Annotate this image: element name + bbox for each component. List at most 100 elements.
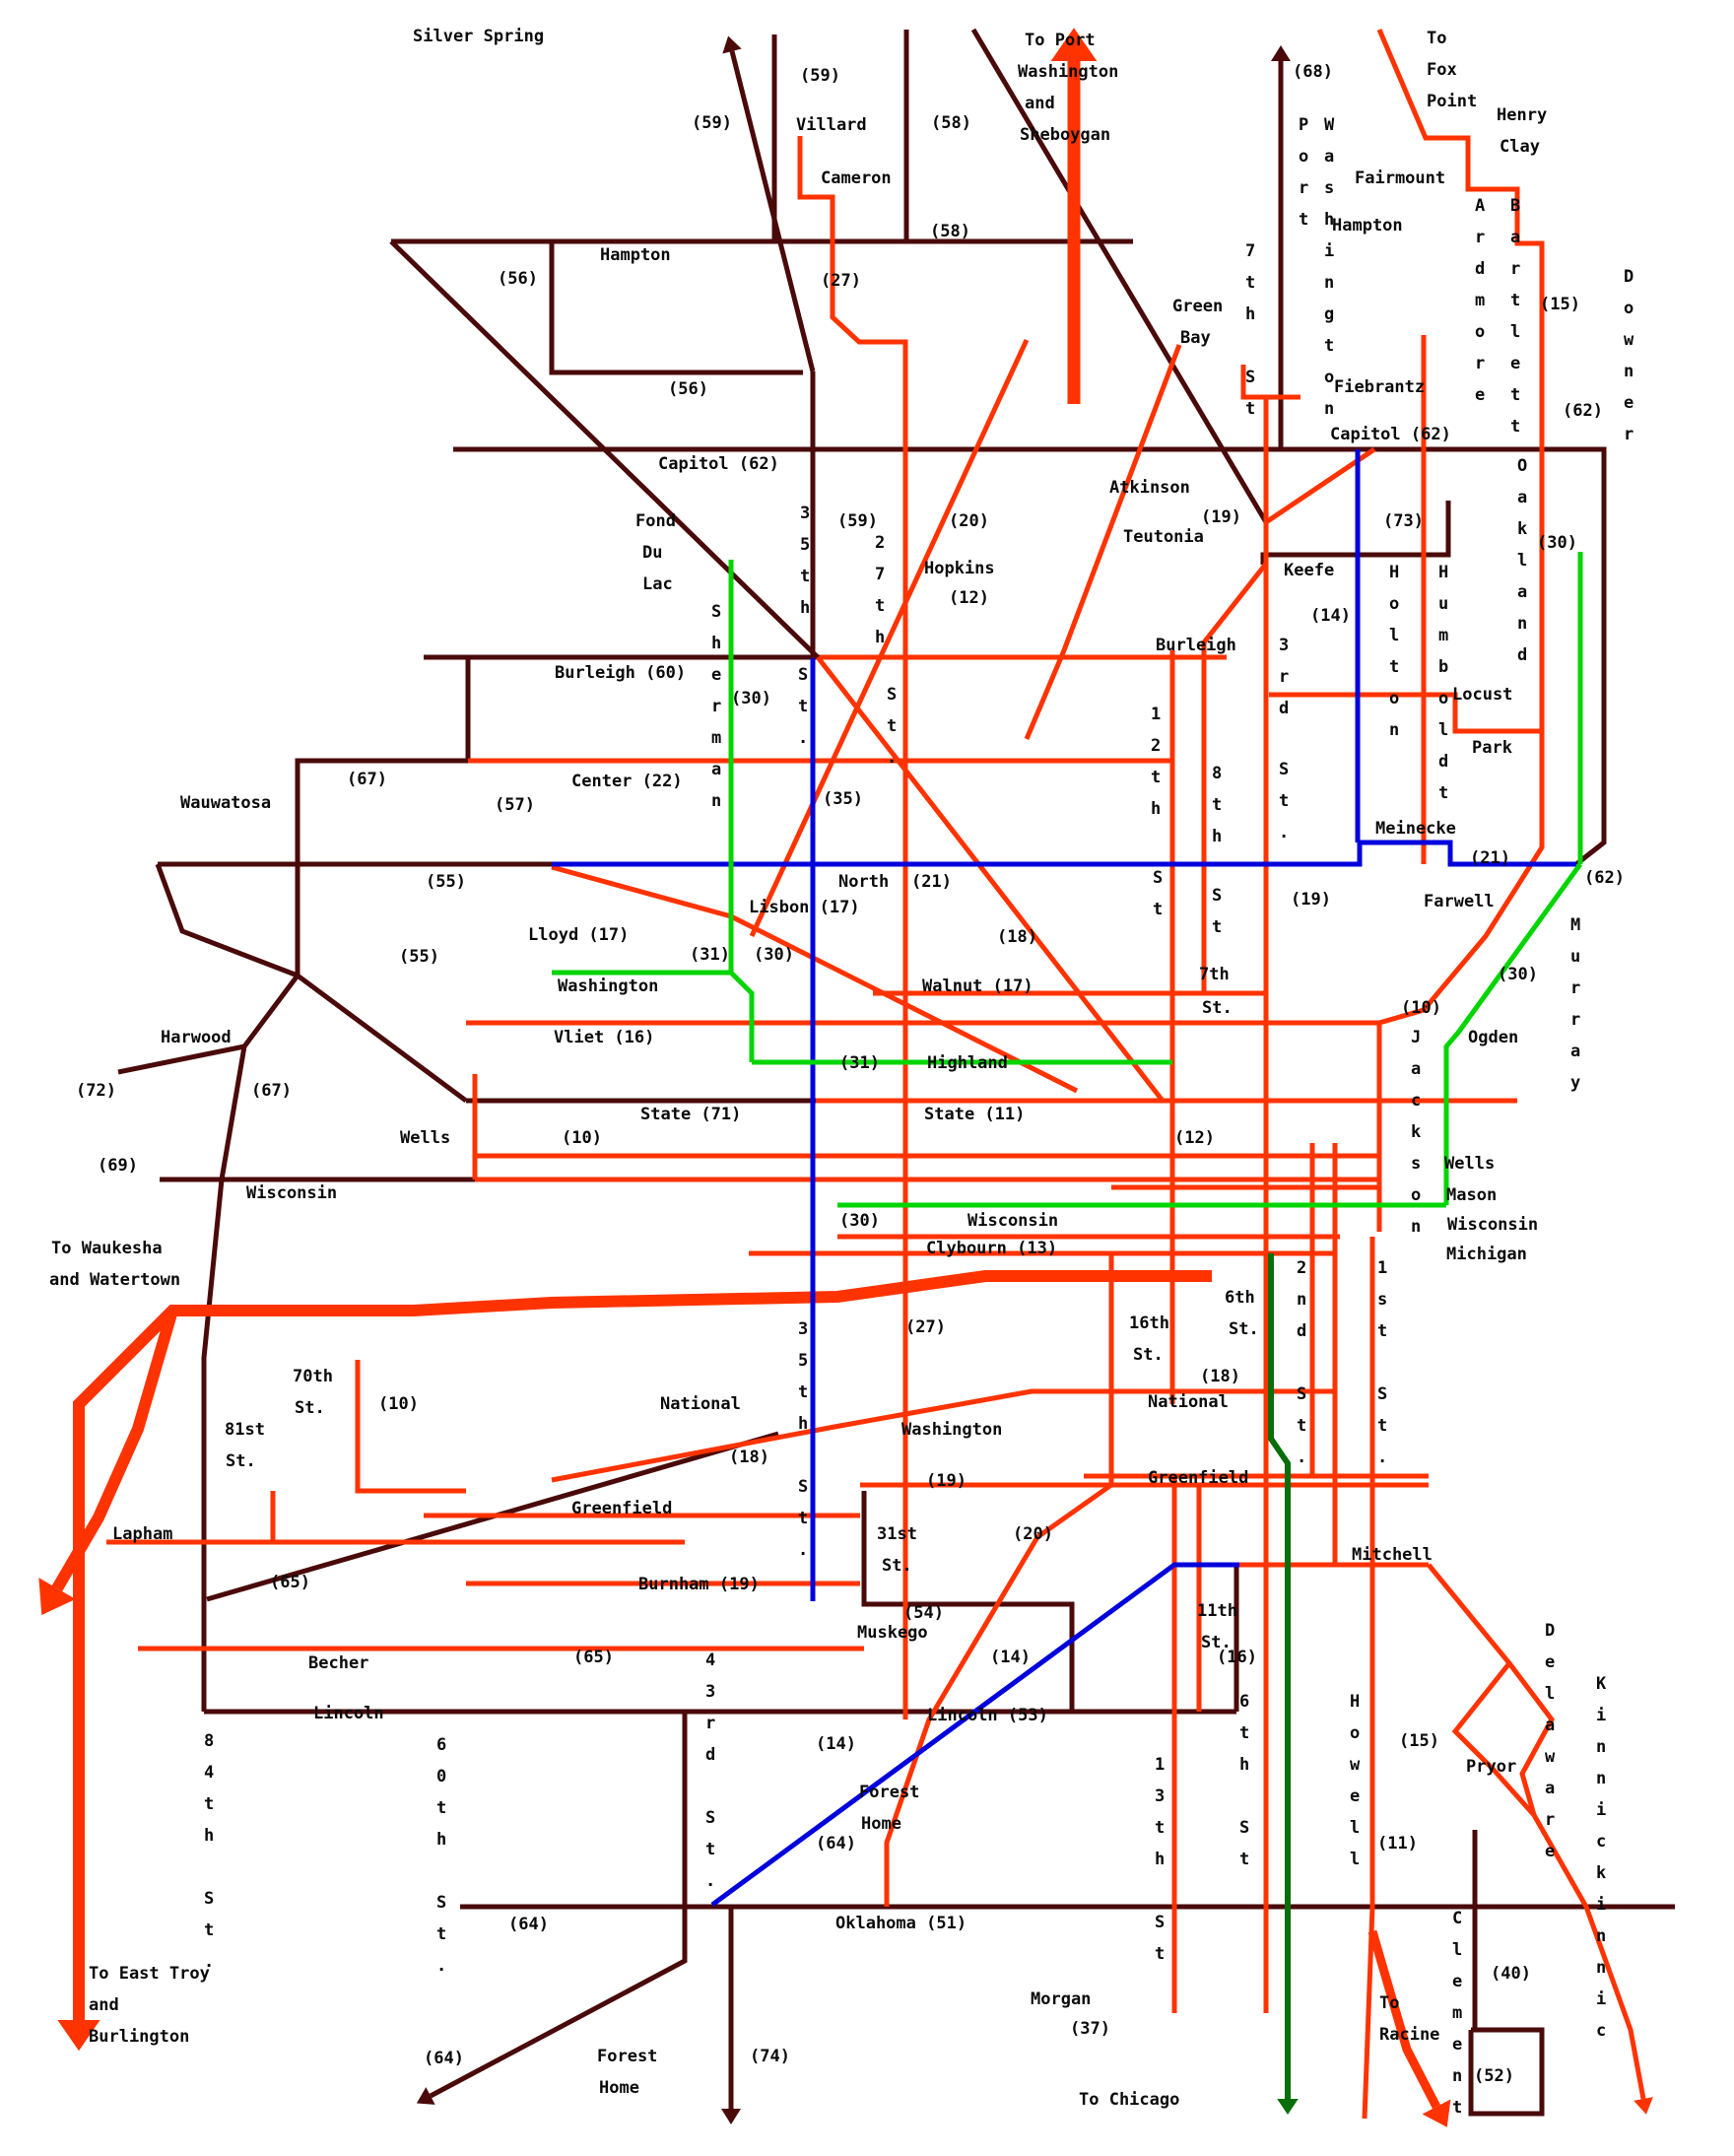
- street-label: Wisconsin: [967, 1211, 1058, 1231]
- route-arrowhead: [38, 1578, 76, 1615]
- street-label: Fox: [1427, 60, 1457, 80]
- street-label: (67): [251, 1081, 292, 1101]
- route-line-dark-12: [201, 657, 471, 1712]
- street-label: Park: [1472, 738, 1512, 758]
- street-label: (73): [1383, 511, 1424, 531]
- street-label: (19): [1201, 507, 1241, 527]
- route-line-blue-77: [552, 840, 1576, 867]
- route-arrowhead: [721, 2109, 741, 2124]
- street-label: (18): [1200, 1367, 1240, 1386]
- route-line-dark-27: [861, 1491, 1075, 1712]
- route-line-orange-30: [749, 338, 1030, 938]
- street-label: Forest: [859, 1783, 919, 1802]
- street-label: (14): [990, 1648, 1031, 1667]
- street-label: Home: [599, 2078, 639, 2098]
- street-label: (21): [911, 872, 952, 892]
- street-label: Mason: [1446, 1185, 1497, 1205]
- street-label: To: [1379, 1993, 1399, 2013]
- street-label: 11th: [1197, 1601, 1237, 1621]
- street-label: (27): [905, 1317, 946, 1337]
- street-label: Cameron: [821, 168, 892, 188]
- street-label: (31): [839, 1053, 880, 1073]
- street-label: (59): [800, 66, 840, 86]
- street-label: 6th: [1225, 1288, 1255, 1308]
- street-label: (69): [98, 1156, 138, 1176]
- route-line-orange-74: [51, 1309, 178, 1592]
- street-label: (11): [1377, 1834, 1418, 1853]
- street-label: Washington: [901, 1420, 1002, 1440]
- street-label: and Watertown: [49, 1270, 180, 1290]
- street-label: (14): [1310, 606, 1351, 626]
- street-label: (27): [821, 271, 861, 291]
- street-label: (12): [949, 588, 989, 608]
- street-label: To Port: [1025, 31, 1096, 50]
- street-label: Home: [861, 1814, 901, 1834]
- street-label: Wells: [1444, 1154, 1495, 1174]
- street-label: (15): [1540, 295, 1580, 314]
- street-label: Burleigh: [1156, 636, 1236, 655]
- street-label: (52): [1474, 2066, 1514, 2086]
- street-label: (10): [562, 1128, 602, 1148]
- street-label: (19): [1291, 890, 1331, 910]
- street-label: (64): [508, 1915, 549, 1934]
- street-label: Vliet (16): [554, 1028, 654, 1047]
- route-line-orange-53: [551, 1388, 1335, 1483]
- route-line-dark-22: [429, 1712, 688, 2099]
- street-label: National: [1148, 1392, 1229, 1412]
- street-label: St.: [226, 1451, 256, 1471]
- street-label: Lincoln: [313, 1704, 384, 1723]
- street-label: Lapham: [112, 1524, 172, 1544]
- street-label: Silver Spring: [413, 27, 544, 46]
- street-label: Fond: [635, 511, 676, 531]
- route-line-orange-44: [355, 1360, 466, 1494]
- street-label: Oklahoma (51): [835, 1914, 967, 1933]
- street-label: Lisbon (17): [749, 898, 860, 917]
- street-label: (31): [690, 945, 730, 965]
- street-label: Mitchell: [1352, 1545, 1433, 1565]
- route-line-orange-28: [797, 136, 908, 1719]
- street-label: Harwood: [161, 1028, 232, 1047]
- street-label: (30): [1537, 533, 1577, 553]
- street-label: 7th: [1199, 965, 1230, 984]
- street-label: Point: [1427, 92, 1477, 111]
- street-label: Morgan: [1031, 1989, 1091, 2009]
- street-label: Burleigh (60): [555, 663, 686, 683]
- street-label: Meinecke: [1375, 819, 1456, 839]
- route-line-orange-39: [1269, 692, 1542, 734]
- street-label: To Chicago: [1079, 2090, 1179, 2110]
- street-label: Walnut (17): [922, 977, 1034, 996]
- street-label: 70th: [293, 1367, 333, 1386]
- route-line-green-85: [1443, 862, 1583, 1205]
- street-label: Wauwatosa: [180, 793, 271, 813]
- street-label: (12): [1174, 1128, 1215, 1148]
- street-label: St.: [295, 1398, 325, 1418]
- street-label: Michigan: [1446, 1245, 1527, 1264]
- street-label: Green: [1172, 297, 1223, 316]
- street-label: Lincoln (53): [927, 1706, 1048, 1725]
- route-line-orange-29: [1376, 29, 1545, 1232]
- street-label: (10): [378, 1394, 419, 1414]
- street-label: Highland: [927, 1053, 1008, 1073]
- street-label: (18): [729, 1448, 769, 1467]
- street-label: (30): [731, 689, 771, 708]
